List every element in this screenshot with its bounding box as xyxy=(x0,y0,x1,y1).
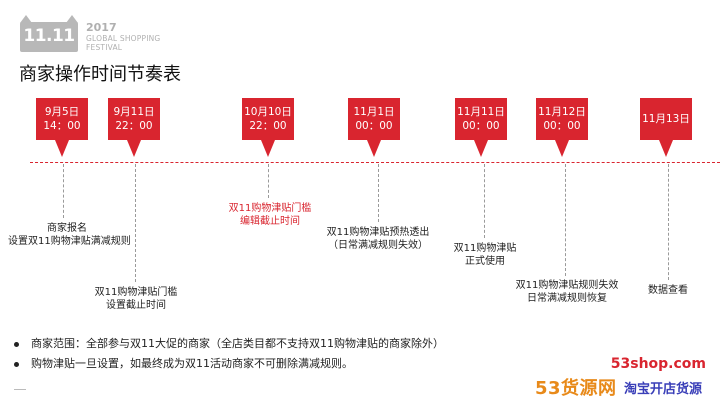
watermark-site: 53shop.com xyxy=(610,356,706,372)
note-line: 正式使用 xyxy=(465,256,505,267)
marker-date: 10月10日 xyxy=(244,106,292,118)
timeline-line xyxy=(30,162,720,163)
marker-time: 00：00 xyxy=(543,120,581,132)
bullet-text: 商家范围：全部参与双11大促的商家（全店类目都不支持双11购物津贴的商家除外） xyxy=(31,337,444,350)
tmall-logo: 11.11 xyxy=(20,15,78,52)
note-line: 双11购物津贴门槛 xyxy=(94,287,178,298)
marker-date: 11月11日 xyxy=(457,106,505,118)
milestone-marker-7: 11月13日 xyxy=(640,98,692,157)
marker-time: 00：00 xyxy=(355,120,393,132)
logo-number: 11.11 xyxy=(23,26,75,46)
bullet-list: 商家范围：全部参与双11大促的商家（全店类目都不支持双11购物津贴的商家除外） … xyxy=(14,334,444,374)
connector-line-5 xyxy=(484,164,485,238)
milestone-note-5: 双11购物津贴 正式使用 xyxy=(444,242,526,268)
bullet-item: 购物津贴一旦设置，如最终成为双11活动商家不可删除满减规则。 xyxy=(14,354,444,374)
milestone-marker-3: 10月10日 22：00 xyxy=(242,98,294,157)
logo-year: 2017 xyxy=(86,21,117,34)
note-line: 编辑截止时间 xyxy=(240,216,300,227)
marker-time: 14：00 xyxy=(43,120,81,132)
footer-divider xyxy=(14,389,26,390)
note-line: 双11购物津贴 xyxy=(453,243,517,254)
milestone-marker-1: 9月5日 14：00 xyxy=(36,98,88,157)
marker-time: 00：00 xyxy=(462,120,500,132)
marker-date: 11月13日 xyxy=(642,113,690,125)
connector-line-3 xyxy=(268,164,269,198)
milestone-note-6: 双11购物津贴规则失效 日常满减规则恢复 xyxy=(512,279,622,305)
milestone-note-4: 双11购物津贴预热透出 （日常满减规则失效） xyxy=(318,226,438,252)
note-line: 设置双11购物津贴满减规则 xyxy=(8,236,131,247)
marker-time: 22：00 xyxy=(249,120,287,132)
bullet-dot-icon xyxy=(14,361,19,367)
connector-line-2 xyxy=(135,164,136,282)
marker-date: 9月11日 xyxy=(113,106,155,118)
note-line: （日常满减规则失效） xyxy=(328,240,428,251)
milestone-marker-4: 11月1日 00：00 xyxy=(348,98,400,157)
milestone-note-1: 商家报名 设置双11购物津贴满减规则 xyxy=(8,222,131,248)
page-title: 商家操作时间节奏表 xyxy=(19,64,181,85)
note-line: 双11购物津贴规则失效 xyxy=(515,280,619,291)
connector-line-4 xyxy=(378,164,379,222)
logo-subtitle-line2: FESTIVAL xyxy=(86,43,123,52)
milestone-note-7: 数据查看 xyxy=(636,284,700,297)
marker-date: 11月1日 xyxy=(353,106,395,118)
milestone-marker-2: 9月11日 22：00 xyxy=(108,98,160,157)
watermark-tag: 淘宝开店货源 xyxy=(624,382,703,397)
note-line: 日常满减规则恢复 xyxy=(527,293,607,304)
milestone-note-3: 双11购物津贴门槛 编辑截止时间 xyxy=(220,202,320,228)
milestone-marker-5: 11月11日 00：00 xyxy=(455,98,507,157)
note-line: 双11购物津贴预热透出 xyxy=(326,227,430,238)
note-line: 设置截止时间 xyxy=(106,300,166,311)
milestone-note-2: 双11购物津贴门槛 设置截止时间 xyxy=(84,286,188,312)
bullet-dot-icon xyxy=(14,341,19,347)
watermark-brand: 53货源网 xyxy=(535,378,617,399)
connector-line-7 xyxy=(668,164,669,280)
marker-date: 11月12日 xyxy=(538,106,586,118)
milestone-marker-6: 11月12日 00：00 xyxy=(536,98,588,157)
logo-ears-icon xyxy=(20,15,78,23)
bullet-text: 购物津贴一旦设置，如最终成为双11活动商家不可删除满减规则。 xyxy=(31,357,353,370)
connector-line-6 xyxy=(565,164,566,276)
marker-date: 9月5日 xyxy=(44,106,80,118)
logo-subtitle-line1: GLOBAL SHOPPING xyxy=(86,34,161,43)
bullet-item: 商家范围：全部参与双11大促的商家（全店类目都不支持双11购物津贴的商家除外） xyxy=(14,334,444,354)
marker-time: 22：00 xyxy=(115,120,153,132)
connector-line-1 xyxy=(63,164,64,218)
note-line: 数据查看 xyxy=(648,285,688,296)
note-line: 商家报名 xyxy=(47,223,87,234)
note-line: 双11购物津贴门槛 xyxy=(228,203,312,214)
